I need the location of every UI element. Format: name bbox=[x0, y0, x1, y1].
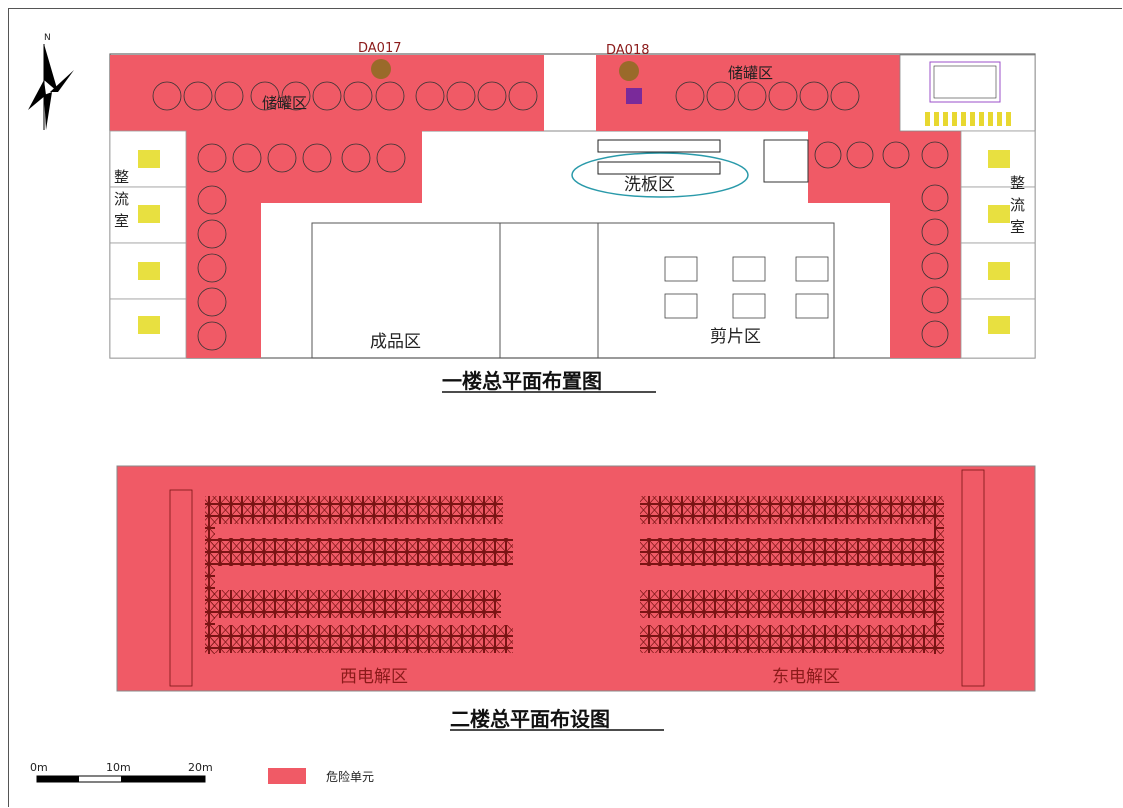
floor1-hazard-areas bbox=[110, 55, 961, 358]
tank-row-west-top bbox=[152, 81, 538, 111]
area-label-west-electrolysis: 西电解区 bbox=[340, 667, 408, 687]
unit-marker-da018 bbox=[619, 61, 639, 81]
scale-label-20: 20m bbox=[188, 761, 213, 774]
floor1-title: 一楼总平面布置图 bbox=[442, 369, 602, 393]
area-label-east-electrolysis: 东电解区 bbox=[772, 667, 840, 687]
area-label-finished: 成品区 bbox=[370, 332, 421, 352]
scale-label-10: 10m bbox=[106, 761, 131, 774]
area-label-cutting: 剪片区 bbox=[710, 327, 761, 347]
legend-swatch bbox=[268, 768, 306, 784]
west-electrolysis-cells bbox=[205, 496, 513, 654]
rectifier-rooms-east bbox=[960, 130, 1036, 359]
scale-label-0: 0m bbox=[30, 761, 48, 774]
equipment-block bbox=[626, 88, 642, 104]
area-label-tank-west: 储罐区 bbox=[262, 94, 307, 112]
rectifier-rooms-west bbox=[109, 130, 187, 359]
unit-label-da018: DA018 bbox=[606, 43, 650, 58]
rectifier-label-east-1: 整 bbox=[1010, 174, 1025, 192]
floor1-plan: DA017 DA018 储罐区 储罐区 洗板区 成品区 剪片区 整 流 室 整 … bbox=[109, 41, 1036, 393]
yellow-equipment-row bbox=[925, 112, 1011, 126]
area-label-wash: 洗板区 bbox=[624, 175, 675, 195]
tank-row-west-mid bbox=[197, 143, 406, 173]
floor2-plan: 西电解区 东电解区 二楼总平面布设图 bbox=[116, 465, 1036, 731]
unit-label-da017: DA017 bbox=[358, 41, 402, 56]
tank-col-east bbox=[921, 184, 949, 348]
tank-col-west bbox=[197, 185, 227, 351]
rectifier-label-east-3: 室 bbox=[1010, 218, 1025, 236]
tank-row-east-top bbox=[675, 81, 860, 111]
rectifier-label-west-3: 室 bbox=[114, 212, 129, 230]
east-electrolysis-cells bbox=[640, 496, 944, 654]
rectifier-equipment-east bbox=[988, 150, 1010, 334]
area-label-tank-east: 储罐区 bbox=[728, 64, 773, 82]
rectifier-equipment-west bbox=[138, 150, 160, 334]
north-arrow-icon: N bbox=[28, 33, 74, 130]
legend: 危险单元 bbox=[268, 768, 374, 784]
tank-row-east-mid bbox=[814, 141, 949, 169]
unit-marker-da017 bbox=[371, 59, 391, 79]
north-label: N bbox=[44, 33, 51, 43]
legend-label: 危险单元 bbox=[326, 769, 374, 784]
rectifier-label-west-2: 流 bbox=[114, 190, 129, 208]
cutting-machines bbox=[664, 256, 829, 319]
rectifier-label-east-2: 流 bbox=[1010, 196, 1025, 214]
floor1-lower-rooms bbox=[311, 222, 835, 359]
floor2-title: 二楼总平面布设图 bbox=[450, 707, 610, 731]
map-frame bbox=[8, 8, 1122, 807]
scale-bar: 0m 10m 20m bbox=[30, 761, 213, 783]
wash-line bbox=[571, 139, 809, 198]
rectifier-label-west-1: 整 bbox=[114, 168, 129, 186]
